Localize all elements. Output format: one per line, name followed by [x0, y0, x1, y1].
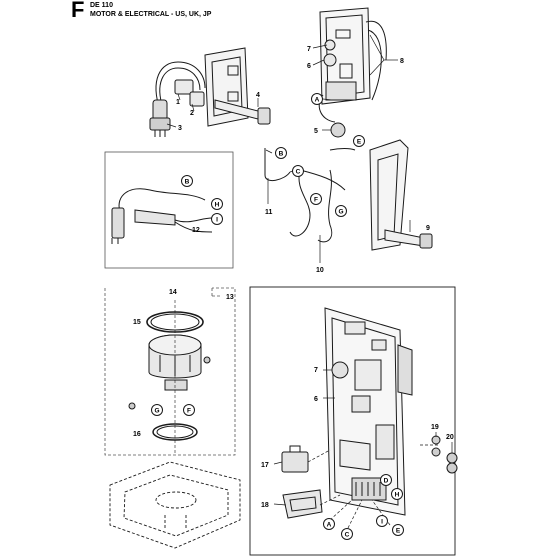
callout-20: 20 — [446, 434, 454, 441]
callout-letter-I-inset: I — [216, 217, 218, 224]
callout-letter-E-top: E — [357, 139, 362, 146]
callout-letter-H-inset: H — [215, 202, 220, 209]
callout-7-detail: 7 — [314, 367, 318, 374]
callout-letter-E-detail: E — [396, 528, 401, 535]
callout-9: 9 — [426, 225, 430, 232]
callout-letter-I-detail: I — [381, 519, 383, 526]
callout-letter-G-motor: G — [154, 408, 159, 415]
motor-assembly — [128, 300, 211, 455]
callout-18: 18 — [261, 502, 269, 509]
callout-6-top: 6 — [307, 63, 311, 70]
callout-11: 11 — [265, 209, 273, 216]
callout-13: 13 — [226, 294, 234, 301]
board-detail-frame — [249, 286, 456, 556]
callout-5: 5 — [314, 128, 318, 135]
callout-numbers: 1 2 3 4 7 6 8 5 11 9 10 12 14 13 15 16 7… — [133, 46, 454, 509]
board-detail-leaders — [273, 369, 453, 506]
callout-letter-C-mid: C — [296, 169, 301, 176]
middle-cables — [264, 139, 433, 251]
callout-letter-F-motor: F — [187, 408, 191, 415]
model-label: DE 110 — [90, 2, 113, 9]
inset-cable — [111, 188, 213, 244]
base-tub — [109, 461, 241, 549]
callout-letter-D-detail: D — [384, 478, 389, 485]
top-left-leaders — [166, 93, 259, 128]
callout-15: 15 — [133, 319, 141, 326]
section-letter: F — [71, 0, 85, 22]
callout-letter-C-detail: C — [345, 532, 350, 539]
callout-4: 4 — [256, 92, 260, 99]
callout-letter-B-mid: B — [279, 151, 284, 158]
callout-3: 3 — [178, 125, 182, 132]
callout-8: 8 — [400, 58, 404, 65]
callout-7-top: 7 — [307, 46, 311, 53]
callout-letter-B-inset: B — [185, 179, 190, 186]
callout-10: 10 — [316, 267, 324, 274]
callout-6-detail: 6 — [314, 396, 318, 403]
top-right-board — [318, 7, 387, 138]
top-left-assembly — [149, 47, 271, 137]
motor-box-frame — [104, 287, 236, 456]
inset-frame — [104, 151, 234, 269]
section-title: MOTOR & ELECTRICAL - US, UK, JP — [90, 11, 212, 18]
callout-19: 19 — [431, 424, 439, 431]
callout-letter-A-detail: A — [327, 522, 332, 529]
callout-letter-A-top: A — [315, 97, 320, 104]
letter-callouts: A E B C F G B H I G F D — [151, 93, 404, 540]
callout-letter-H-detail: H — [395, 492, 400, 499]
callout-1: 1 — [176, 99, 180, 106]
top-right-leaders — [312, 34, 398, 131]
callout-letter-F-mid: F — [314, 197, 318, 204]
callout-letter-G-mid: G — [338, 209, 343, 216]
callout-12: 12 — [192, 227, 200, 234]
callout-16: 16 — [133, 431, 141, 438]
board-detail — [281, 307, 458, 529]
callout-2: 2 — [190, 110, 194, 117]
callout-17: 17 — [261, 462, 269, 469]
callout-14: 14 — [169, 289, 177, 296]
